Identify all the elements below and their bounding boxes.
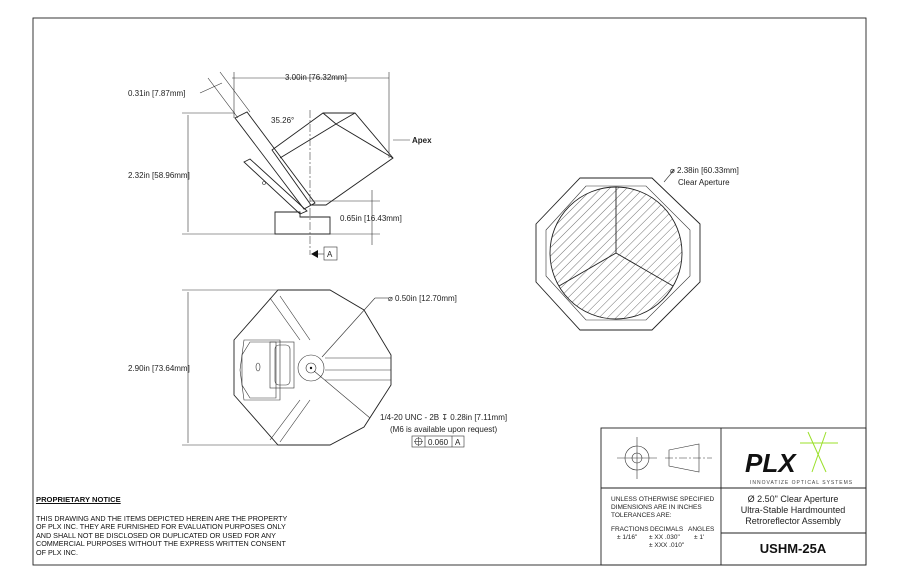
front-view: ⌀ 2.38in [60.33mm] Clear Aperture <box>535 166 739 331</box>
decimals-xx: ± XX .030" <box>649 534 681 541</box>
proprietary-notice: PROPRIETARY NOTICE THIS DRAWING AND THE … <box>36 495 296 558</box>
side-view: 3.00in [76.32mm] 0.31in [7.87mm] 35.26° … <box>128 71 432 261</box>
thickness-dim: 0.31in [7.87mm] <box>128 89 185 98</box>
bottom-view: ⌀ 0.50in [12.70mm] 2.90in [73.64mm] 1/4-… <box>128 289 507 448</box>
tolerance-value: 0.060 <box>428 438 449 447</box>
thread-dim: 1/4-20 UNC - 2B ↧ 0.28in [7.11mm] <box>380 413 507 422</box>
angle-dim: 35.26° <box>271 116 294 125</box>
angles-value: ± 1' <box>694 534 704 541</box>
desc-line2: Ultra-Stable Hardmounted <box>741 505 846 515</box>
part-number: USHM-25A <box>760 541 827 556</box>
notice-body: THIS DRAWING AND THE ITEMS DEPICTED HERE… <box>36 513 288 557</box>
aperture-dim: ⌀ 2.38in [60.33mm] <box>670 166 739 175</box>
notice-title: PROPRIETARY NOTICE <box>36 495 121 504</box>
title-block: PLX INNOVATIZE OPTICAL SYSTEMS UNLESS OT… <box>600 427 867 566</box>
bore-dim: ⌀ 0.50in [12.70mm] <box>388 294 457 303</box>
tolerance-datum: A <box>455 438 461 447</box>
datum-a: A <box>327 250 333 259</box>
decimals-label: DECIMALS <box>650 526 684 533</box>
angles-label: ANGLES <box>688 526 715 533</box>
apex-label: Apex <box>412 136 432 145</box>
sheet-border <box>32 17 867 566</box>
fractions-value: ± 1/16" <box>617 534 638 541</box>
bottom-height-dim: 2.90in [73.64mm] <box>128 364 190 373</box>
aperture-label: Clear Aperture <box>678 178 730 187</box>
thread-note: (M6 is available upon request) <box>390 425 498 434</box>
desc-line3: Retroreflector Assembly <box>745 516 841 526</box>
svg-text:INNOVATIZE OPTICAL SYSTEMS: INNOVATIZE OPTICAL SYSTEMS <box>750 480 853 486</box>
plx-logo: PLX INNOVATIZE OPTICAL SYSTEMS <box>745 431 853 486</box>
height-dim: 2.32in [58.96mm] <box>128 171 190 180</box>
apex-height-dim: 0.65in [16.43mm] <box>340 214 402 223</box>
width-dim: 3.00in [76.32mm] <box>285 73 347 82</box>
tol-line2: DIMENSIONS ARE IN INCHES <box>611 504 702 511</box>
decimals-xxx: ± XXX .010" <box>649 542 685 549</box>
tol-line3: TOLERANCES ARE: <box>611 512 672 519</box>
desc-line1: Ø 2.50" Clear Aperture <box>748 494 839 504</box>
fractions-label: FRACTIONS <box>611 526 649 533</box>
svg-text:PLX: PLX <box>745 448 797 478</box>
tol-line1: UNLESS OTHERWISE SPECIFIED <box>611 496 714 503</box>
